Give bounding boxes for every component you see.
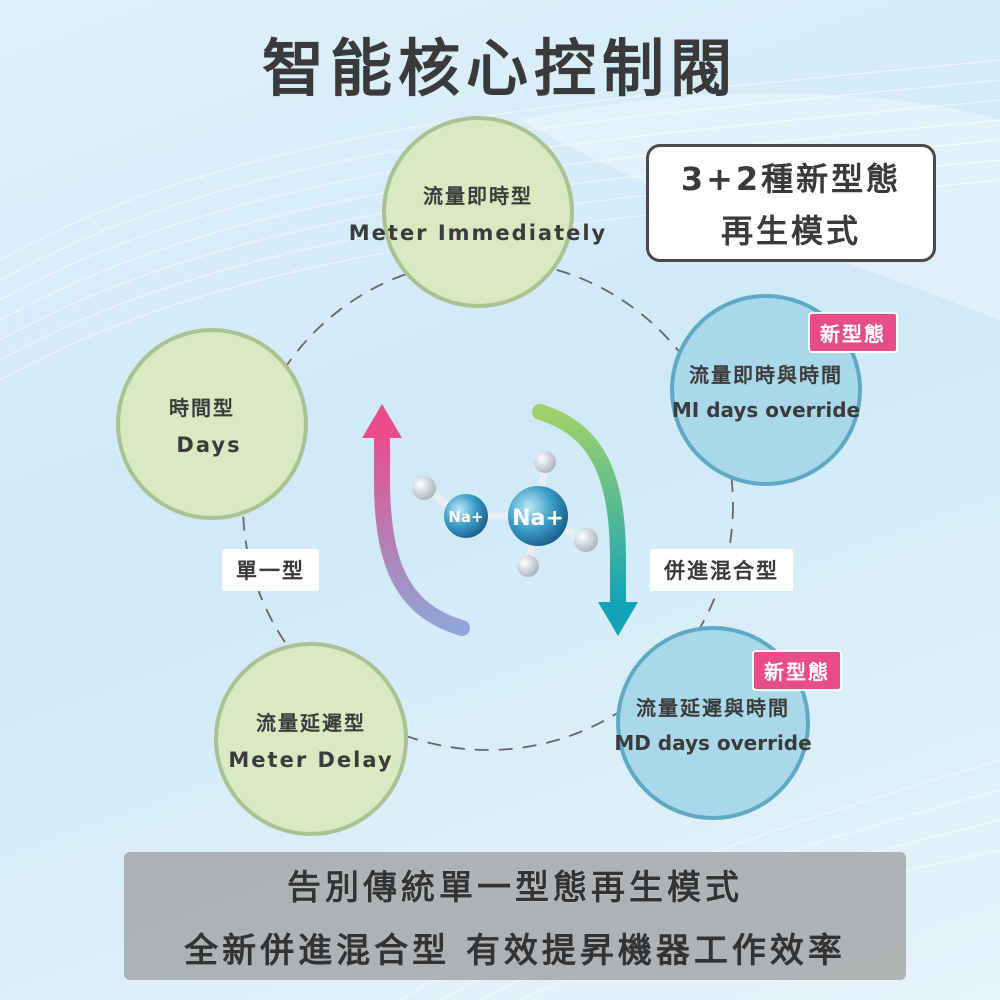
node-days-zh: 時間型 [169, 395, 235, 420]
arrow-left-head [362, 404, 402, 438]
bottom-banner: 告別傳統單一型態再生模式 全新併進混合型 有效提昇機器工作效率 [124, 852, 906, 980]
node-meter-immediately-en: Meter Immediately [348, 220, 608, 245]
modes-box-line1: 3+2種新型態 [680, 160, 902, 198]
new-type-badge-1: 新型態 [808, 312, 898, 353]
atom2-label: Na+ [512, 506, 564, 531]
page-title: 智能核心控制閥 [261, 32, 738, 105]
bottom-banner-line2: 全新併進混合型 有效提昇機器工作效率 [184, 931, 846, 971]
node-meter-immediately-zh: 流量即時型 [423, 183, 533, 208]
arrow-right-head [598, 602, 638, 636]
new-type-badge-2: 新型態 [752, 650, 842, 691]
node-meter-delay: 流量延遲型 Meter Delay [214, 642, 408, 836]
tag-combined-type: 併進混合型 [650, 549, 793, 591]
modes-box-line2: 再生模式 [720, 212, 861, 250]
atom1-label: Na+ [448, 508, 483, 526]
node-days-en: Days [176, 432, 242, 457]
molecule-graphic: Na+ Na+ [412, 451, 598, 577]
bottom-banner-line1: 告別傳統單一型態再生模式 [287, 868, 743, 908]
node-mi-days-override-zh: 流量即時與時間 [689, 362, 843, 387]
node-mi-days-override-en: MI days override [671, 397, 861, 422]
arrow-left-up [374, 424, 470, 636]
node-meter-delay-zh: 流量延遲型 [256, 710, 366, 735]
tag-single-type: 單一型 [222, 549, 319, 591]
node-meter-immediately: 流量即時型 Meter Immediately [349, 116, 605, 308]
node-md-days-override-zh: 流量延遲與時間 [636, 695, 790, 720]
modes-box: 3+2種新型態 再生模式 [646, 144, 936, 262]
node-days: 時間型 Days [116, 328, 308, 520]
node-meter-delay-en: Meter Delay [228, 747, 394, 772]
node-md-days-override-en: MD days override [614, 730, 812, 755]
arrow-right-down [532, 404, 626, 612]
